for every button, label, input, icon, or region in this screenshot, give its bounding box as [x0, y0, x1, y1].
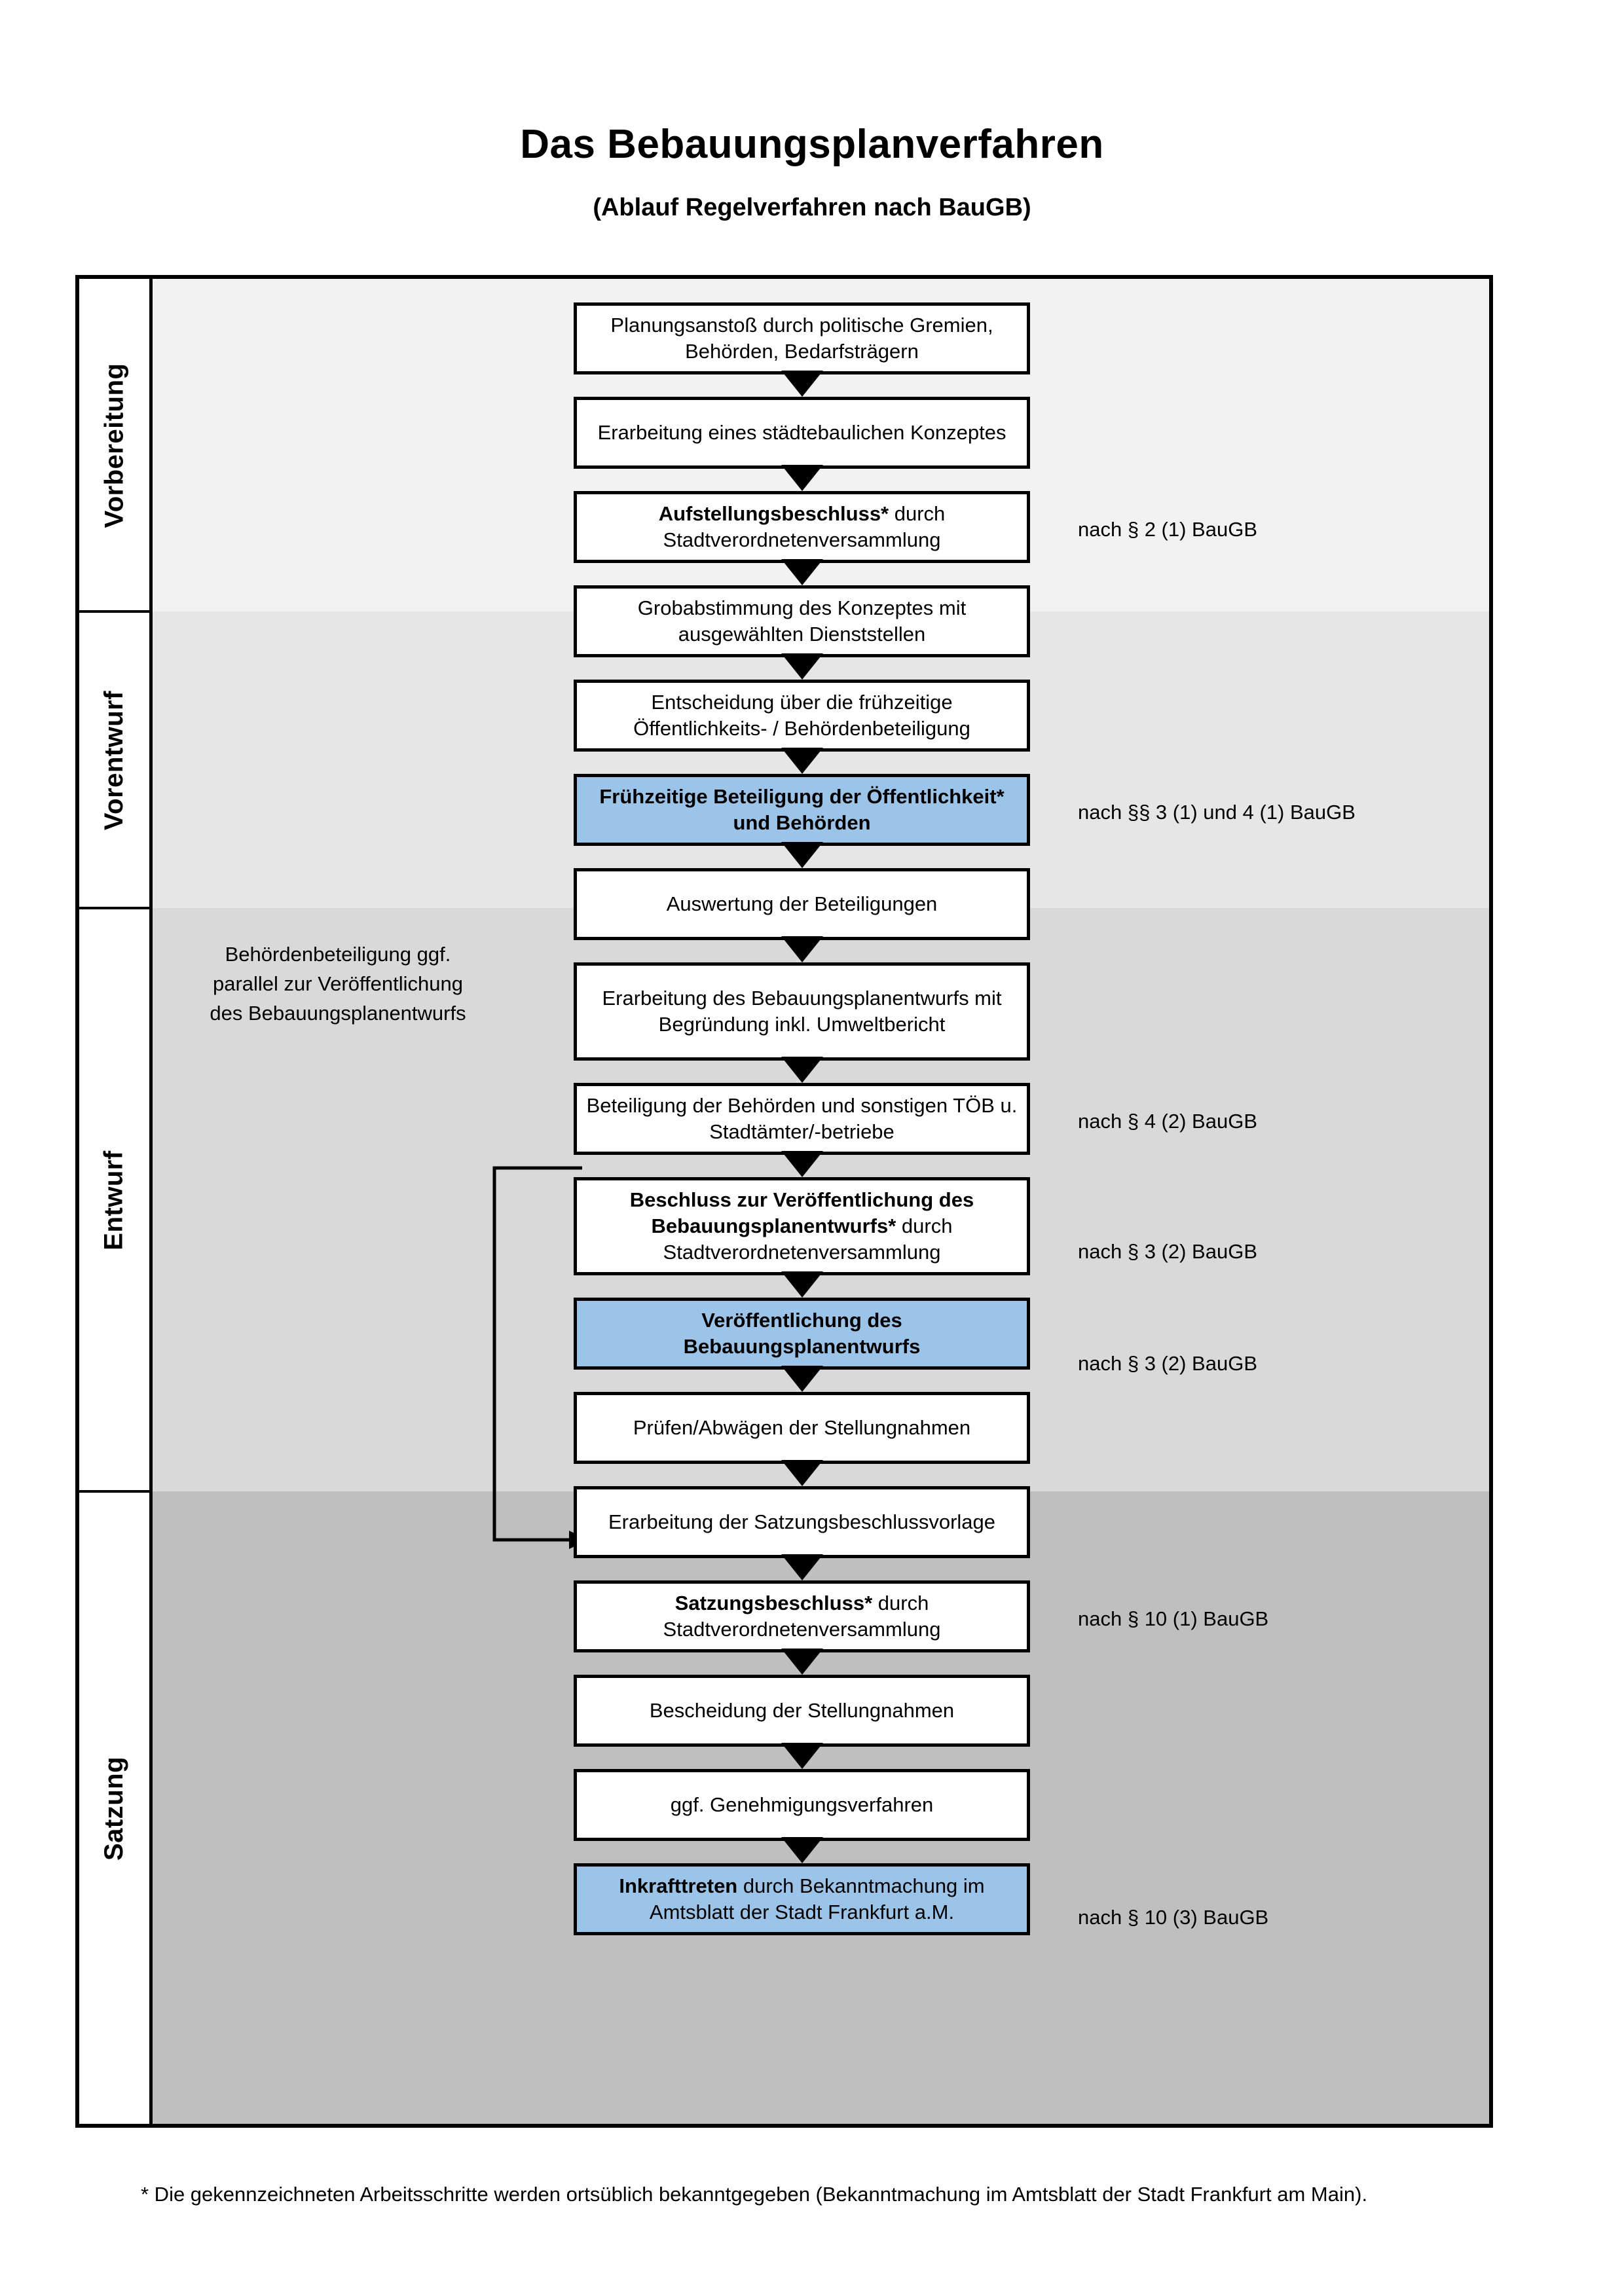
step-normal: durch Bekanntmachung im Amtsblatt der St… — [649, 1874, 985, 1923]
phase-label-text: Entwurf — [100, 1150, 128, 1250]
reference-s3: nach § 2 (1) BauGB — [1078, 518, 1257, 541]
reference-s9: nach § 4 (2) BauGB — [1078, 1110, 1257, 1133]
step-box-s6[interactable]: Frühzeitige Beteiligung der Öffentlichke… — [574, 774, 1030, 846]
step-normal: Grobabstimmung des Konzeptes mit ausgewä… — [637, 596, 967, 646]
step-box-s17[interactable]: Inkrafttreten durch Bekanntmachung im Am… — [574, 1863, 1030, 1935]
step-normal: ggf. Genehmigungsverfahren — [670, 1793, 934, 1816]
step-text: Bescheidung der Stellungnahmen — [650, 1698, 954, 1724]
step-text: Erarbeitung des Bebauungsplanentwurfs mi… — [585, 985, 1019, 1038]
step-text: Planungsanstoß durch politische Gremien,… — [585, 312, 1019, 365]
flow-arrow — [781, 371, 823, 397]
flow-arrow — [781, 1366, 823, 1392]
flow-arrow — [781, 936, 823, 962]
step-normal: durch Stadtverordnetenversammlung — [663, 501, 946, 551]
step-box-s14[interactable]: Satzungsbeschluss* durch Stadtverordnete… — [574, 1580, 1030, 1652]
reference-s17: nach § 10 (3) BauGB — [1078, 1906, 1269, 1929]
reference-s14: nach § 10 (1) BauGB — [1078, 1607, 1269, 1630]
step-bold: Frühzeitige Beteiligung der Öffentlichke… — [599, 784, 1005, 834]
flow-arrow — [781, 465, 823, 491]
step-normal: Erarbeitung des Bebauungsplanentwurfs mi… — [602, 986, 1002, 1036]
step-text: Entscheidung über die frühzeitige Öffent… — [585, 689, 1019, 742]
step-normal: Entscheidung über die frühzeitige Öffent… — [633, 690, 970, 740]
step-normal: durch Stadtverordnetenversammlung — [663, 1591, 941, 1641]
phase-label-entwurf: Entwurf — [79, 909, 149, 1491]
step-box-s12[interactable]: Prüfen/Abwägen der Stellungnahmen — [574, 1392, 1030, 1464]
step-box-s8[interactable]: Erarbeitung des Bebauungsplanentwurfs mi… — [574, 962, 1030, 1061]
reference-s11: nach § 3 (2) BauGB — [1078, 1352, 1257, 1375]
step-bold: Veröffentlichung des Bebauungsplanentwur… — [683, 1308, 921, 1358]
step-text: ggf. Genehmigungsverfahren — [671, 1792, 934, 1818]
phase-separator — [79, 610, 149, 613]
flow-arrow — [781, 1271, 823, 1298]
phase-label-vorbereitung: Vorbereitung — [79, 279, 149, 611]
flow-arrow — [781, 1649, 823, 1675]
step-text: Beschluss zur Veröffentlichung des Bebau… — [585, 1187, 1019, 1266]
step-bold: Satzungsbeschluss* — [674, 1591, 873, 1614]
step-box-s1[interactable]: Planungsanstoß durch politische Gremien,… — [574, 302, 1030, 374]
step-text: Veröffentlichung des Bebauungsplanentwur… — [585, 1307, 1019, 1360]
step-box-s9[interactable]: Beteiligung der Behörden und sonstigen T… — [574, 1083, 1030, 1155]
step-text: Satzungsbeschluss* durch Stadtverordnete… — [585, 1590, 1019, 1643]
flow-arrow — [781, 1554, 823, 1580]
flow-arrow — [781, 1057, 823, 1083]
phase-label-text: Satzung — [100, 1756, 129, 1861]
step-bold: Inkrafttreten — [619, 1874, 738, 1897]
step-box-s16[interactable]: ggf. Genehmigungsverfahren — [574, 1769, 1030, 1841]
step-box-s15[interactable]: Bescheidung der Stellungnahmen — [574, 1675, 1030, 1747]
step-normal: Beteiligung der Behörden und sonstigen T… — [586, 1093, 1018, 1143]
step-text: Erarbeitung der Satzungsbeschlussvorlage — [608, 1509, 995, 1535]
step-text: Erarbeitung eines städtebaulichen Konzep… — [598, 420, 1006, 446]
step-normal: durch Stadtverordnetenversammlung — [663, 1214, 953, 1264]
step-text: Frühzeitige Beteiligung der Öffentlichke… — [585, 784, 1019, 837]
title-block: Das Bebauungsplanverfahren (Ablauf Regel… — [0, 0, 1624, 221]
phase-separator — [79, 907, 149, 909]
step-text: Inkrafttreten durch Bekanntmachung im Am… — [585, 1873, 1019, 1926]
step-box-s3[interactable]: Aufstellungsbeschluss* durch Stadtverord… — [574, 491, 1030, 563]
step-normal: Prüfen/Abwägen der Stellungnahmen — [633, 1415, 971, 1439]
reference-s6: nach §§ 3 (1) und 4 (1) BauGB — [1078, 801, 1356, 824]
flow-arrow — [781, 842, 823, 868]
step-box-s13[interactable]: Erarbeitung der Satzungsbeschlussvorlage — [574, 1486, 1030, 1558]
step-text: Prüfen/Abwägen der Stellungnahmen — [633, 1415, 970, 1441]
phase-label-text: Vorentwurf — [100, 690, 128, 831]
flow-arrow — [781, 748, 823, 774]
step-normal: Erarbeitung der Satzungsbeschlussvorlage — [608, 1510, 996, 1533]
flowchart-frame: Vorbereitung Vorentwurf Entwurf Satzung … — [75, 275, 1493, 2128]
step-text: Auswertung der Beteiligungen — [667, 891, 938, 917]
step-text: Grobabstimmung des Konzeptes mit ausgewä… — [585, 595, 1019, 648]
phase-label-text: Vorbereitung — [100, 363, 128, 528]
step-text: Aufstellungsbeschluss* durch Stadtverord… — [585, 501, 1019, 554]
side-note-behoerdenbeteiligung: Behördenbeteiligung ggf. parallel zur Ve… — [210, 943, 466, 1025]
step-bold: Beschluss zur Veröffentlichung des Bebau… — [629, 1188, 974, 1237]
step-box-s4[interactable]: Grobabstimmung des Konzeptes mit ausgewä… — [574, 585, 1030, 657]
phase-separator — [79, 1490, 149, 1493]
step-box-s7[interactable]: Auswertung der Beteiligungen — [574, 868, 1030, 940]
flow-arrow — [781, 1460, 823, 1486]
step-text: Beteiligung der Behörden und sonstigen T… — [585, 1093, 1019, 1146]
phase-column-divider — [149, 279, 153, 2124]
flow-arrow — [781, 559, 823, 585]
step-normal: Planungsanstoß durch politische Gremien,… — [610, 313, 993, 363]
page-subtitle: (Ablauf Regelverfahren nach BauGB) — [593, 194, 1031, 221]
phase-label-satzung: Satzung — [79, 1493, 149, 2124]
phase-label-vorentwurf: Vorentwurf — [79, 613, 149, 908]
flow-arrow — [781, 1837, 823, 1863]
page-title: Das Bebauungsplanverfahren — [520, 122, 1104, 167]
footnote: * Die gekennzeichneten Arbeitsschritte w… — [141, 2183, 1368, 2206]
step-normal: Auswertung der Beteiligungen — [666, 892, 938, 915]
step-normal: Bescheidung der Stellungnahmen — [649, 1698, 955, 1722]
flow-arrow — [781, 1151, 823, 1177]
step-box-s11[interactable]: Veröffentlichung des Bebauungsplanentwur… — [574, 1298, 1030, 1370]
step-box-s2[interactable]: Erarbeitung eines städtebaulichen Konzep… — [574, 397, 1030, 469]
step-normal: Erarbeitung eines städtebaulichen Konzep… — [597, 420, 1006, 444]
step-box-s5[interactable]: Entscheidung über die frühzeitige Öffent… — [574, 680, 1030, 752]
flow-arrow — [781, 1743, 823, 1769]
step-bold: Aufstellungsbeschluss* — [658, 501, 889, 525]
reference-s10: nach § 3 (2) BauGB — [1078, 1240, 1257, 1263]
flow-arrow — [781, 653, 823, 680]
step-box-s10[interactable]: Beschluss zur Veröffentlichung des Bebau… — [574, 1177, 1030, 1275]
